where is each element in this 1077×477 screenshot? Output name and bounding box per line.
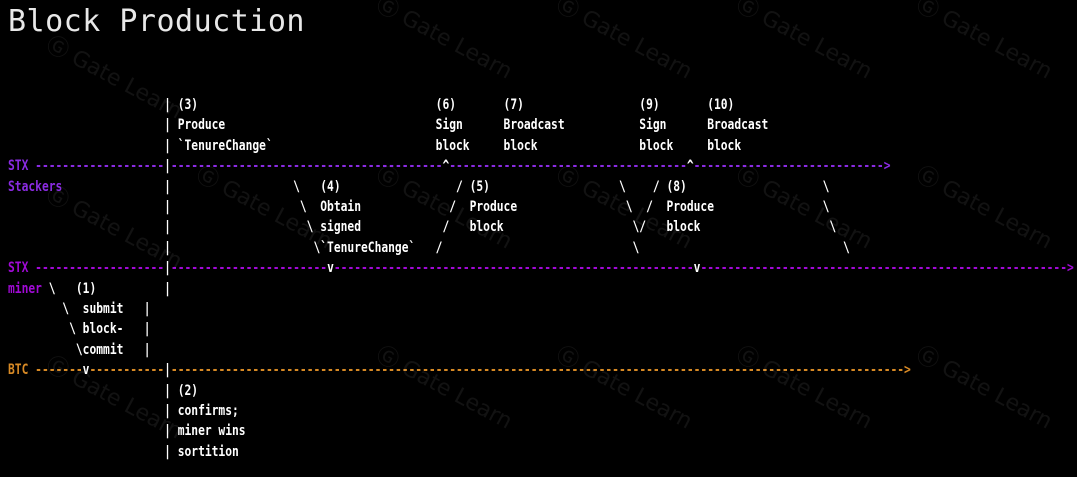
- diagram-line: | (2): [8, 381, 198, 401]
- diagram-text-segment: v: [82, 362, 90, 379]
- diagram-text-segment: STX: [8, 260, 36, 277]
- diagram-text-segment: ---------------------------->: [693, 158, 891, 175]
- diagram-line: | confirms;: [8, 401, 239, 421]
- diagram-text-segment: | \`TenureChange` / \ \: [8, 239, 850, 256]
- diagram-line: | miner wins: [8, 421, 246, 441]
- diagram-text-segment: ^: [442, 158, 450, 175]
- diagram-line: | sortition: [8, 442, 239, 462]
- diagram-text-segment: \ (1) |: [41, 280, 171, 297]
- diagram-text-segment: ----------------------------------------…: [333, 260, 694, 277]
- diagram-text-segment: |: [164, 362, 171, 379]
- diagram-text-segment: \commit |: [8, 341, 151, 358]
- diagram-text-segment: | `TenureChange` block block block block: [8, 137, 742, 154]
- diagram-text-segment: -----------------------------------: [449, 158, 687, 175]
- diagram-text-segment: | Produce Sign Broadcast Sign Broadcast: [8, 117, 769, 134]
- diagram-text-segment: | miner wins: [8, 423, 246, 440]
- diagram-line: miner \ (1) |: [8, 279, 171, 299]
- diagram-text-segment: ----------------------------------------…: [170, 362, 911, 379]
- diagram-text-segment: -------------------: [35, 260, 165, 277]
- diagram-line: \ block- |: [8, 319, 151, 339]
- diagram-text-segment: STX: [8, 158, 36, 175]
- diagram-line: | \ signed / block \/ block \: [8, 217, 836, 237]
- diagram-line: BTC -------v-----------|----------------…: [8, 360, 911, 380]
- diagram-text-segment: | (2): [8, 382, 199, 399]
- diagram-line: | Produce Sign Broadcast Sign Broadcast: [8, 115, 768, 135]
- diagram-text-segment: ----------------------------------------: [170, 158, 443, 175]
- diagram-text-segment: |: [164, 158, 171, 175]
- diagram-text-segment: \ block- |: [8, 321, 151, 338]
- diagram-line: STX -------------------|----------------…: [8, 156, 891, 176]
- diagram-line: | (3) (6) (7) (9) (10): [8, 95, 734, 115]
- diagram-text-segment: -----------------------: [170, 260, 328, 277]
- diagram-title: Block Production: [8, 4, 305, 39]
- diagram-text-segment: v: [327, 260, 334, 277]
- diagram-line: \commit |: [8, 340, 151, 360]
- diagram-text-segment: ----------------------------------------…: [700, 260, 1074, 277]
- diagram-text-segment: | confirms;: [8, 403, 239, 419]
- diagram-line: | \`TenureChange` / \ \: [8, 238, 850, 258]
- diagram-line: \ submit |: [8, 299, 151, 319]
- diagram-text-segment: \ submit |: [8, 301, 151, 317]
- diagram-text-segment: | \ (4) / (5) \ / (8) \: [62, 178, 830, 195]
- diagram-text-segment: | \ Obtain / Produce \ / Produce \: [8, 199, 830, 215]
- diagram-text-segment: v: [693, 260, 701, 277]
- diagram-text-segment: Stackers: [8, 178, 63, 195]
- diagram-text-segment: BTC: [8, 362, 36, 379]
- diagram-text-segment: miner: [8, 280, 42, 297]
- diagram-text-segment: | sortition: [8, 443, 239, 460]
- diagram-text-segment: |: [164, 260, 171, 277]
- diagram-text-segment: | \ signed / block \/ block \: [8, 219, 837, 236]
- diagram-line: Stackers | \ (4) / (5) \ / (8) \: [8, 177, 829, 197]
- diagram-text-segment: -------: [35, 362, 83, 379]
- diagram-text-segment: | (3) (6) (7) (9) (10): [8, 97, 735, 113]
- diagram-text-segment: -----------: [89, 362, 165, 379]
- diagram-line: STX -------------------|----------------…: [8, 258, 1074, 278]
- diagram-line: | `TenureChange` block block block block: [8, 136, 741, 156]
- diagram-text-segment: ^: [686, 158, 694, 175]
- diagram-text-segment: -------------------: [35, 158, 165, 175]
- diagram-line: | \ Obtain / Produce \ / Produce \: [8, 197, 829, 217]
